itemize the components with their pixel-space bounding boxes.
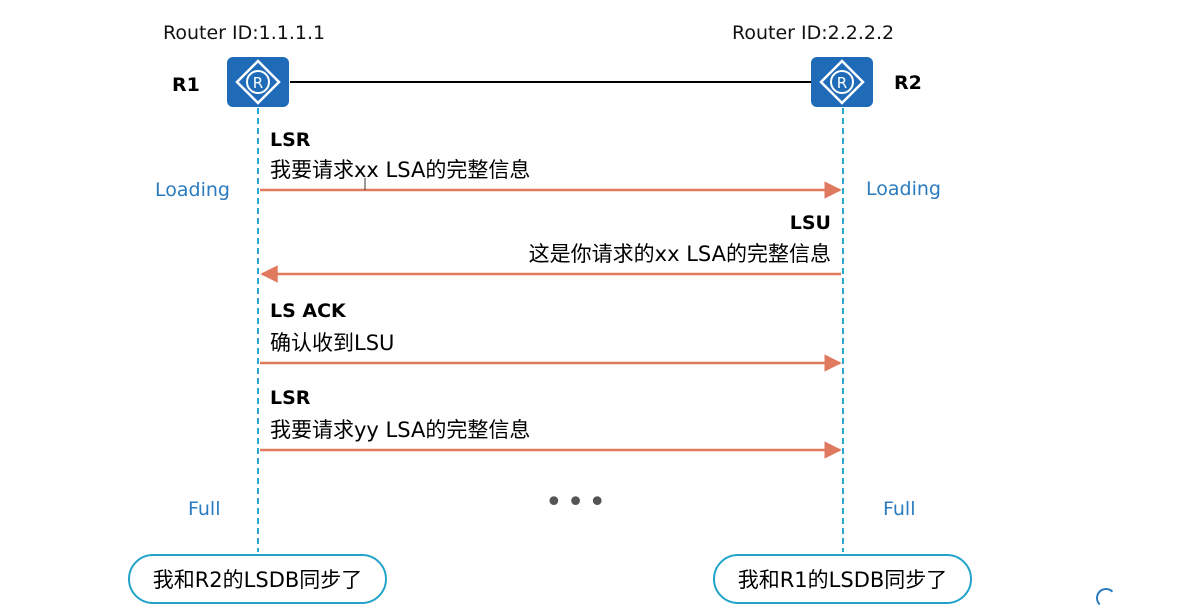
msg-ls-ack-title: LS ACK: [270, 300, 346, 322]
msg-lsu-text: 这是你请求的xx LSA的完整信息: [528, 242, 831, 266]
r2-router-icon[interactable]: R: [811, 57, 873, 107]
corner-loading-icon: [1096, 588, 1116, 608]
msg-lsr-1-text: 我要请求xx LSA的完整信息: [270, 158, 531, 182]
r1-router-id: Router ID:1.1.1.1: [163, 22, 326, 44]
msg-lsu-title: LSU: [789, 212, 831, 234]
router-icon: R: [819, 59, 865, 105]
r2-label: R2: [894, 72, 922, 94]
msg-lsr-1-title: LSR: [270, 129, 311, 151]
r1-state-loading: Loading: [155, 179, 230, 201]
more-messages-ellipsis: •••: [545, 485, 611, 520]
r1-router-icon[interactable]: R: [227, 57, 289, 107]
msg-ls-ack-text: 确认收到LSU: [270, 331, 395, 355]
r1-sync-bubble: 我和R2的LSDB同步了: [128, 554, 387, 604]
r2-sync-bubble: 我和R1的LSDB同步了: [713, 554, 972, 604]
r2-router-id: Router ID:2.2.2.2: [732, 22, 895, 44]
router-icon: R: [235, 59, 281, 105]
svg-text:R: R: [837, 74, 847, 92]
msg-lsr-2-title: LSR: [270, 387, 311, 409]
msg-lsr-2-text: 我要请求yy LSA的完整信息: [270, 418, 531, 442]
r1-label: R1: [172, 74, 200, 96]
r2-state-loading: Loading: [866, 178, 941, 200]
r2-state-full: Full: [883, 498, 916, 520]
r1-state-full: Full: [188, 498, 221, 520]
svg-text:R: R: [253, 74, 263, 92]
